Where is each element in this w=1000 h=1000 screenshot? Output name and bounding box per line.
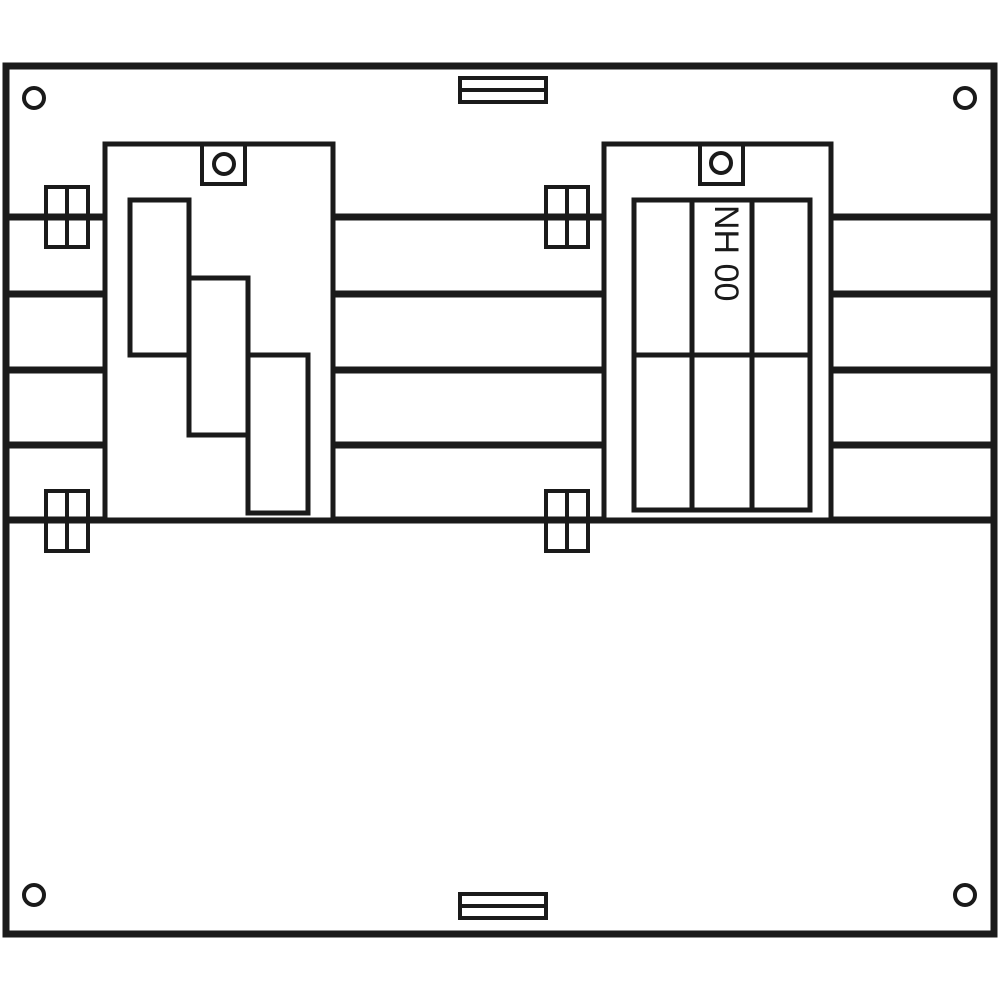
busbar-clamp-top-left (44, 185, 90, 249)
mounting-hole-top-right (953, 86, 977, 110)
nh-size-label: NH 00 (707, 205, 745, 301)
left-pole-3 (245, 352, 311, 516)
mounting-hole-bottom-right (953, 883, 977, 907)
busbar-clamp-bottom-left (44, 489, 90, 553)
outer-frame (2, 62, 998, 938)
left-switch-module (102, 141, 336, 523)
left-module-screw-box (200, 142, 247, 186)
right-module-screw-box (698, 142, 745, 186)
mounting-hole-bottom-left (22, 883, 46, 907)
left-module-screw-icon (212, 152, 236, 176)
busbar-clamp-bottom-center (544, 489, 590, 553)
mounting-hole-top-left (22, 86, 46, 110)
right-module-screw-icon (709, 151, 733, 175)
right-fuse-module (601, 141, 834, 523)
busbar-clamp-top-center (544, 185, 590, 249)
slot-handle-top (458, 76, 548, 104)
slot-handle-bottom (458, 892, 548, 920)
